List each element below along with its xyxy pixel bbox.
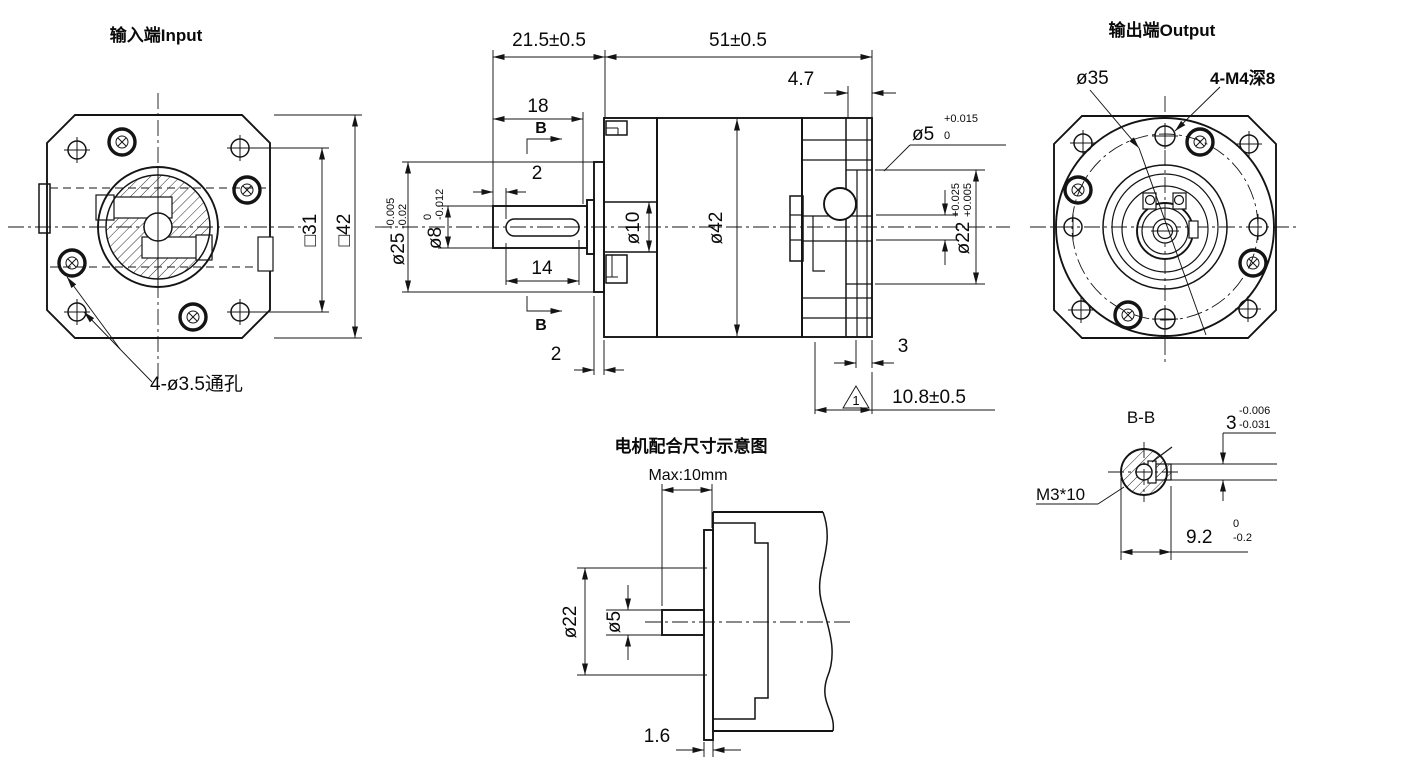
dim-key-length: 14 (505, 240, 580, 285)
dim-22-tol-up: +0.025 (950, 183, 962, 217)
dim-motor-pilot-dia: ø22 (560, 567, 707, 676)
dim-2-plate-label: 2 (551, 344, 562, 365)
dim-21-5-label: 21.5±0.5 (512, 30, 586, 51)
side-view: 21.5±0.5 51±0.5 4.7 18 B B (375, 30, 1010, 414)
output-title: 输出端Output (1109, 20, 1216, 40)
revision-triangle (842, 385, 870, 409)
key-width-label: 3 (1226, 413, 1237, 434)
dim-1-6-label: 1.6 (644, 726, 670, 747)
dim-22-tol-low: +0.005 (962, 183, 974, 217)
dim-max-insert (661, 484, 713, 606)
key-flat-label: 9.2 (1186, 527, 1212, 548)
output-holes (1063, 123, 1268, 332)
dim-key-width: 3 -0.006 -0.031 (1171, 405, 1277, 501)
dim-10-8-label: 10.8±0.5 (892, 387, 966, 408)
motor-adapter-stack (789, 117, 873, 338)
dim-31-label: □31 (300, 214, 321, 247)
set-screw-label: M3*10 (1036, 485, 1085, 504)
dim-plate-thickness: 1.6 (644, 726, 741, 757)
dim-25-tol-low: -0.02 (397, 204, 409, 229)
dim-8-tol-low: -0.012 (434, 189, 446, 220)
shaft-keyway (505, 218, 580, 237)
pilot-dia-label: ø35 (1076, 68, 1109, 89)
dim-10-label: ø10 (623, 212, 644, 245)
dim-18-label: 18 (527, 96, 548, 117)
dim-motor-pilot: ø22 +0.025 +0.005 (875, 169, 985, 285)
through-hole-note: 4-ø3.5通孔 (66, 276, 243, 395)
input-end-view: 输入端Input (8, 25, 362, 395)
dim-5-tol-up: +0.015 (944, 113, 978, 125)
input-socket-screws (57, 127, 262, 332)
dim-42-dia-label: ø42 (706, 212, 727, 245)
key-flat-tol-low: -0.2 (1233, 532, 1252, 544)
dim-4-7-label: 4.7 (788, 69, 814, 90)
dim-motor-shaft-dia: ø5 (604, 585, 664, 660)
dim-2-plate: 2 (551, 296, 624, 375)
dim-2-front: 2 (473, 163, 542, 219)
input-center-mechanism (95, 166, 219, 288)
dim-boss-dia: ø25 -0.005 -0.02 (385, 161, 594, 293)
dim-body-dia: ø42 (706, 119, 740, 336)
assembly-screw-head (823, 187, 857, 221)
gearbox-body (656, 117, 803, 338)
key-width-tol-low: -0.031 (1239, 419, 1270, 431)
dim-51-label: 51±0.5 (709, 30, 767, 51)
key-width-tol-up: -0.006 (1239, 405, 1270, 417)
section-bb-title: B-B (1127, 408, 1155, 427)
motor-body (712, 511, 835, 732)
dim-motor-hole: ø5 +0.015 0 (876, 113, 1006, 265)
input-title: 输入端Input (110, 25, 203, 45)
dim-key-flat: 9.2 0 -0.2 (1120, 478, 1252, 560)
dim-5-label: ø5 (912, 124, 934, 145)
dim-22-label: ø22 (953, 222, 974, 255)
input-through-holes (64, 135, 253, 325)
output-socket-screws (1063, 127, 1268, 330)
motor-dia-22-label: ø22 (560, 606, 581, 639)
key-flat-tol-up: 0 (1233, 518, 1239, 530)
motor-shaft (661, 609, 705, 636)
dim-flange-size: □42 (274, 114, 362, 339)
output-body-circle (1055, 117, 1275, 337)
dim-shaft-length: 18 (493, 96, 584, 204)
output-center-hub (1102, 164, 1228, 290)
dim-8-tol-up: 0 (422, 214, 434, 220)
dim-42-label: □42 (334, 214, 355, 247)
tapped-holes-label: 4-M4深8 (1210, 68, 1275, 88)
dim-25-label: ø25 (388, 233, 409, 266)
set-screw-note: M3*10 (1036, 485, 1125, 505)
dim-body-length: 51±0.5 (605, 30, 873, 118)
dim-25-tol-up: -0.005 (385, 198, 397, 229)
dim-3-label: 3 (898, 336, 909, 357)
dim-hub-dia: ø10 (623, 202, 652, 252)
section-b-top-label: B (535, 120, 547, 137)
section-b-marks: B B (526, 120, 562, 334)
output-leaders: ø35 4-M4深8 (1076, 68, 1275, 336)
dim-8-label: ø8 (425, 227, 446, 249)
input-left-tab (38, 183, 51, 234)
max-insert-label: Max:10mm (648, 467, 727, 484)
motor-fit-view: 电机配合尺寸示意图 Max:10mm ø22 (560, 436, 852, 757)
through-hole-note-label: 4-ø3.5通孔 (150, 373, 243, 395)
motor-fit-title: 电机配合尺寸示意图 (615, 436, 768, 456)
motor-dia-5-label: ø5 (604, 611, 625, 633)
section-bb-view: B-B 3 -0.006 -0.031 M3*10 (1036, 405, 1277, 560)
section-b-bottom-label: B (535, 317, 547, 334)
dim-shaft-dia: ø8 0 -0.012 (422, 189, 493, 249)
break-line (818, 511, 835, 732)
revision-number: 1 (852, 393, 859, 408)
dim-5-tol-low: 0 (944, 130, 950, 142)
dim-14-label: 14 (531, 258, 553, 279)
output-end-view: 输出端Output (1030, 20, 1300, 364)
input-flange-outline (46, 114, 271, 339)
motor-flange-plate (703, 529, 714, 741)
input-right-tab (257, 236, 274, 272)
output-flange-outline (1053, 115, 1277, 339)
dim-4-7: 4.7 (788, 69, 896, 118)
dim-10-8: 10.8±0.5 1 (814, 342, 995, 414)
dim-3: 3 (834, 336, 908, 368)
dim-2-front-label: 2 (532, 163, 543, 184)
dim-bolt-spacing: □31 (248, 147, 329, 313)
dim-front-length: 21.5±0.5 (492, 30, 606, 240)
